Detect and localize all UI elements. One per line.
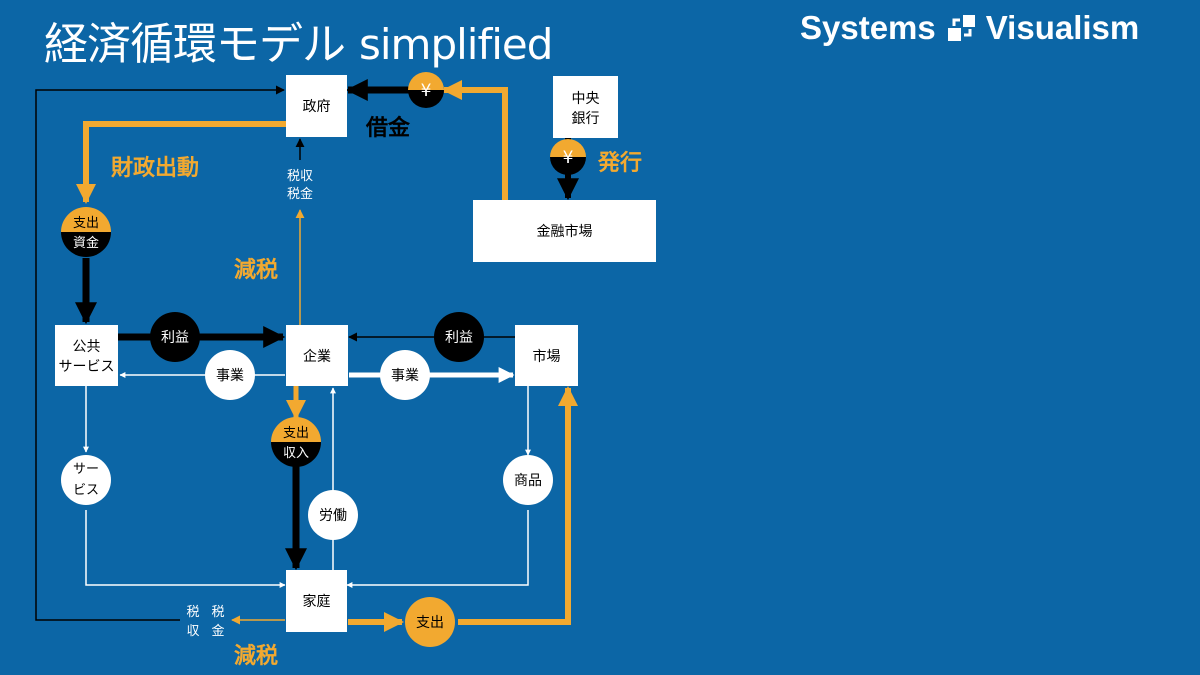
node-company-label: 企業 — [303, 348, 331, 365]
page-title: 経済循環モデル simplified — [44, 12, 553, 78]
node-market-label: 市場 — [533, 348, 561, 365]
profit-market-token: 利益 — [434, 312, 484, 362]
borrowing-yen-token: ¥ — [408, 72, 444, 108]
spending-to-market-arrow — [458, 386, 578, 625]
tax-revenue-government-token: 税収 税金 — [279, 165, 321, 203]
spending-label: 支出 — [73, 216, 99, 231]
node-public-services-label-1: 公共 — [73, 339, 101, 355]
node-central-bank: 中央 銀行 — [553, 76, 618, 138]
tax-revenue-label: 税収 — [287, 169, 313, 184]
profit-public-label: 利益 — [161, 330, 189, 346]
borrowing-label: 借金 — [365, 115, 411, 141]
node-central-bank-label-1: 中央 — [572, 91, 600, 107]
tax-flow-to-government-arrow — [35, 85, 285, 621]
fiscal-action-arrow — [76, 121, 286, 204]
issuance-yen-token: ¥ — [550, 139, 586, 175]
tax-revenue-household-token: 税 収 税 金 — [181, 599, 231, 641]
labor-label: 労働 — [319, 508, 347, 524]
node-financial-market-label: 金融市場 — [537, 223, 593, 240]
node-public-services-label-2: サービス — [59, 359, 115, 375]
household-tax-label-2: 金 — [211, 623, 224, 639]
household-tax-revenue-label-1: 税 — [186, 605, 199, 620]
title-main: 経済循環モデル — [44, 19, 346, 70]
node-household: 家庭 — [286, 570, 347, 632]
node-household-label: 家庭 — [303, 593, 331, 610]
issuance-label: 発行 — [597, 150, 642, 176]
profit-market-label: 利益 — [445, 330, 473, 346]
household-spending-label: 支出 — [416, 615, 444, 631]
tax-cut-household-label: 減税 — [234, 643, 278, 669]
node-market: 市場 — [515, 325, 578, 386]
services-to-household-arrow — [85, 510, 286, 588]
goods-label: 商品 — [514, 473, 542, 489]
business-public-token: 事業 — [205, 350, 255, 400]
node-government-label: 政府 — [303, 99, 331, 115]
profit-public-token: 利益 — [150, 312, 200, 362]
company-spending-label: 支出 — [283, 426, 309, 441]
node-company: 企業 — [286, 325, 348, 386]
household-tax-revenue-label-2: 収 — [186, 624, 199, 639]
business-market-label: 事業 — [391, 368, 419, 384]
household-spending-token: 支出 — [405, 597, 455, 647]
node-central-bank-label-2: 銀行 — [572, 111, 600, 127]
services-label-1: サー — [73, 462, 99, 477]
brand-right: Visualism — [985, 9, 1140, 46]
tax-payment-label: 税金 — [287, 186, 313, 202]
node-public-services: 公共 サービス — [55, 325, 118, 386]
title-suffix: simplified — [359, 20, 553, 69]
goods-to-household-arrow — [346, 510, 529, 588]
yen-icon: ¥ — [563, 148, 574, 168]
business-market-token: 事業 — [380, 350, 430, 400]
spending-income-token: 支出 収入 — [271, 417, 321, 467]
brand-logo: Systems Visualism — [800, 8, 1192, 48]
household-tax-label-1: 税 — [211, 605, 224, 620]
fiscal-spending-token: 支出 資金 — [61, 207, 111, 257]
yen-icon: ¥ — [421, 81, 432, 101]
node-financial-market: 金融市場 — [473, 200, 656, 262]
loan-flow-arrow — [442, 80, 508, 200]
business-public-label: 事業 — [216, 368, 244, 384]
funds-label: 資金 — [73, 235, 99, 251]
connectors — [35, 79, 579, 632]
services-token: サー ビス — [61, 455, 111, 505]
labor-token: 労働 — [308, 490, 358, 540]
household-income-label: 収入 — [283, 446, 309, 461]
brand-left: Systems — [800, 9, 936, 46]
systems-visualism-logo-icon — [947, 15, 975, 41]
fiscal-action-label: 財政出動 — [111, 155, 199, 181]
tax-cut-company-label: 減税 — [234, 257, 278, 283]
node-government: 政府 — [286, 75, 347, 137]
goods-token: 商品 — [503, 455, 553, 505]
services-label-2: ビス — [73, 483, 99, 498]
